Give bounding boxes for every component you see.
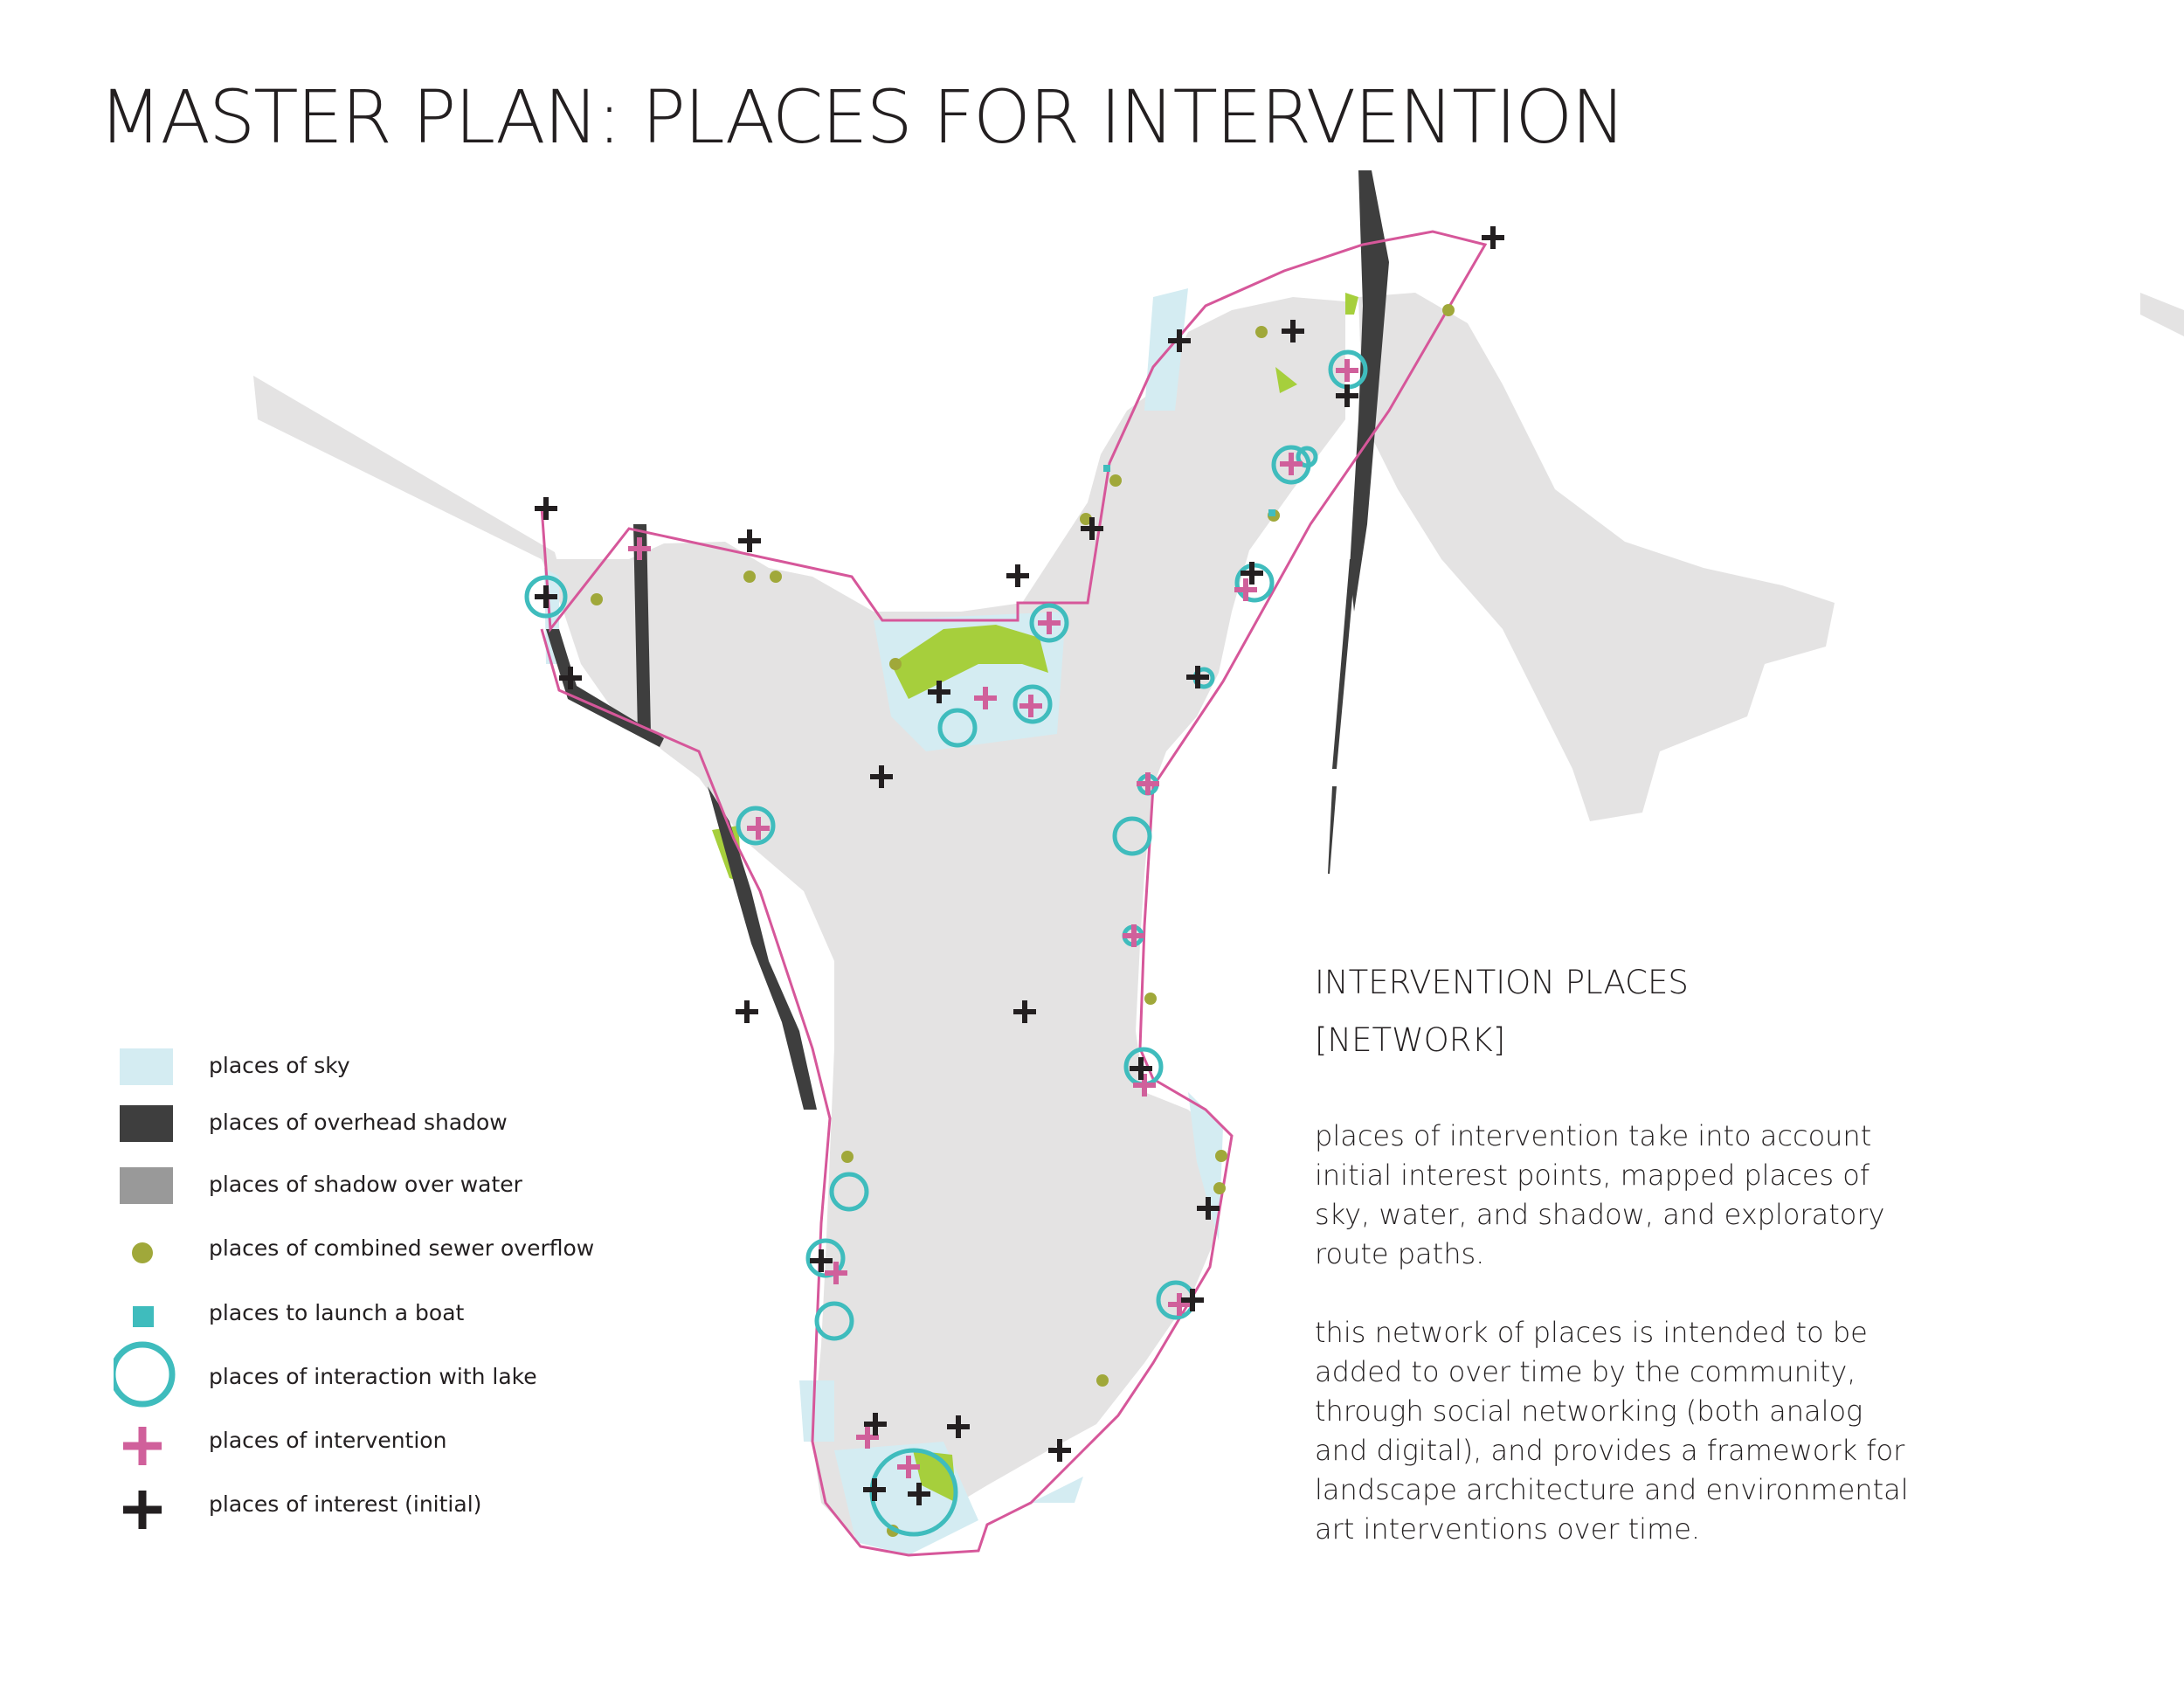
black-plus-icon xyxy=(123,1491,162,1529)
info-para2-line: through social networking (both analog xyxy=(1315,1394,1863,1428)
legend-item-interest: places of interest (initial) xyxy=(114,1483,638,1535)
legend-item-sky: places of sky xyxy=(114,1044,638,1097)
dark-swatch-icon xyxy=(120,1105,173,1142)
legend-item-intervention: places of intervention xyxy=(114,1419,638,1471)
overhead-shadow xyxy=(546,170,1389,1110)
legend-label: places of interaction with lake xyxy=(209,1364,537,1389)
info-panel: INTERVENTION PLACES [NETWORK] places of … xyxy=(1315,954,1926,1549)
route-path xyxy=(540,230,1488,1557)
page-title: MASTER PLAN: PLACES FOR INTERVENTION xyxy=(99,74,1626,160)
info-para1-line: route paths. xyxy=(1315,1237,1485,1270)
intervention-markers xyxy=(628,359,1358,1478)
land-far-east-sliver xyxy=(2140,293,2184,336)
boat-launch-markers xyxy=(1103,465,1275,516)
info-para2-line: this network of places is intended to be xyxy=(1315,1316,1868,1349)
teal-square-icon xyxy=(133,1306,154,1327)
land-east xyxy=(1358,293,1835,821)
legend-label: places of sky xyxy=(209,1053,350,1078)
land-main xyxy=(542,297,1345,1546)
info-para1-line: places of intervention take into account xyxy=(1315,1119,1872,1152)
legend-item-overhead-shadow: places of overhead shadow xyxy=(114,1101,638,1153)
info-para2-line: landscape architecture and environmental xyxy=(1315,1473,1909,1506)
legend-label: places of intervention xyxy=(209,1428,447,1453)
olive-dot-icon xyxy=(132,1242,153,1263)
bridge-vertical xyxy=(1350,170,1389,612)
sky-swatch-icon xyxy=(120,1048,173,1085)
legend-label: places to launch a boat xyxy=(209,1300,465,1325)
gray-swatch-icon xyxy=(120,1167,173,1204)
info-para2-line: added to over time by the community, xyxy=(1315,1355,1856,1388)
legend-item-lake-interaction: places of interaction with lake xyxy=(114,1341,638,1408)
info-heading-line2: [NETWORK] xyxy=(1315,1021,1506,1059)
pink-plus-icon xyxy=(123,1427,162,1465)
info-para1-line: initial interest points, mapped places o… xyxy=(1315,1159,1870,1192)
land-west-strip xyxy=(253,376,559,568)
legend-label: places of overhead shadow xyxy=(209,1110,508,1135)
interest-markers xyxy=(535,226,1504,1505)
land-masses xyxy=(253,293,2184,1546)
info-para2-line: art interventions over time. xyxy=(1315,1512,1701,1546)
info-heading-line1: INTERVENTION PLACES xyxy=(1315,964,1689,1001)
legend-label: places of interest (initial) xyxy=(209,1491,482,1517)
info-para1-line: sky, water, and shadow, and exploratory xyxy=(1315,1198,1885,1231)
teal-ring-icon xyxy=(114,1341,176,1408)
legend-item-sewer-overflow: places of combined sewer overflow xyxy=(114,1227,638,1279)
legend-item-boat-launch: places to launch a boat xyxy=(114,1291,638,1344)
legend-label: places of shadow over water xyxy=(209,1172,522,1197)
legend-item-shadow-over-water: places of shadow over water xyxy=(114,1163,638,1215)
bridge-left xyxy=(633,524,651,734)
legend-label: places of combined sewer overflow xyxy=(209,1235,595,1261)
info-para2-line: and digital), and provides a framework f… xyxy=(1315,1434,1905,1467)
